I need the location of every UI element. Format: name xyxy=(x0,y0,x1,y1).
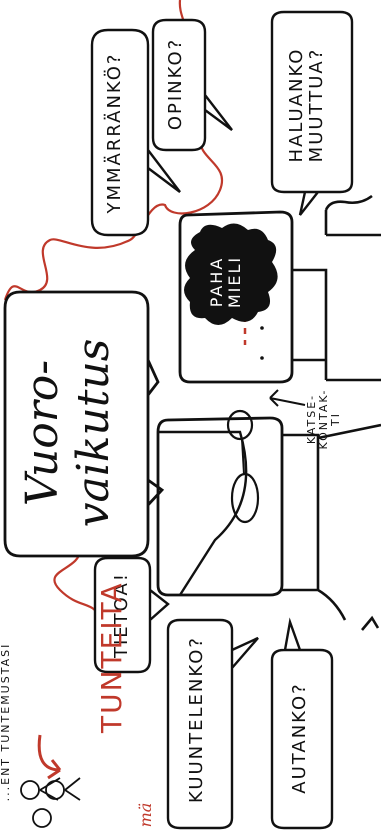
bubble-kuuntelenko-shape xyxy=(168,620,258,828)
sad-eye-1 xyxy=(260,326,264,330)
bottom-red-snippet: mä xyxy=(137,800,157,830)
stick-figures xyxy=(21,778,80,827)
glasses-character-body xyxy=(282,425,381,630)
sad-character-body xyxy=(292,196,381,380)
glasses-character-head xyxy=(158,418,282,595)
bubble-autanko-text: AUTANKO? xyxy=(290,678,316,798)
feelings-label: TUNTEITA xyxy=(97,583,133,733)
bubble-haluanko-text: HALUANKO MUUTTUA? xyxy=(287,25,337,185)
cloud-paha-mieli-text: PAHA MIELI xyxy=(208,242,252,322)
bubble-ymmarranko-text: YMMÄRRÄNKÖ? xyxy=(105,43,135,223)
sad-eye-2 xyxy=(260,356,264,360)
title-vuorovaikutus: Vuoro- vaikutus xyxy=(18,320,128,546)
eye-contact-arrow xyxy=(270,390,305,406)
top-left-snippet: ...ENT TUNTEMUSTASI xyxy=(0,632,20,812)
eye-contact-label: KATSE- KONTAK- TI xyxy=(306,384,360,454)
red-arrow xyxy=(39,735,60,778)
glasses-character-hair xyxy=(158,432,246,595)
bubble-opinko-text: OPINKO? xyxy=(166,29,194,139)
bubble-kuuntelenko-text: KUUNTELENKO? xyxy=(187,643,213,803)
